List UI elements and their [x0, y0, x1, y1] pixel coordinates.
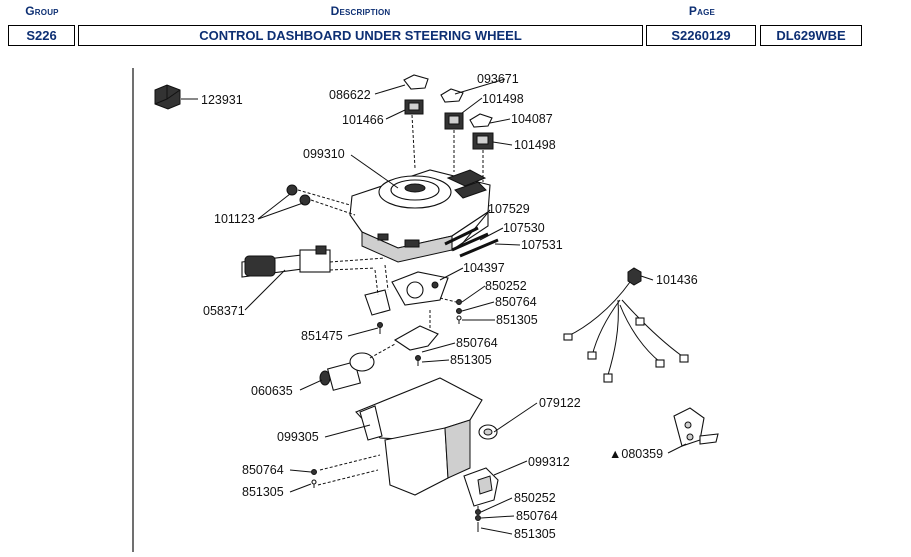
part-fastener-stack-a — [439, 297, 462, 324]
leader-lines — [244, 78, 687, 535]
group-header-label: Group — [25, 4, 59, 18]
callout-850764: 850764 — [495, 295, 537, 309]
callout-851305-fourth: 851305 — [514, 527, 556, 541]
callout-086622: 086622 — [329, 88, 371, 102]
page-header-label: Page — [688, 4, 716, 18]
callout-850764-fourth: 850764 — [516, 509, 558, 523]
callout-099312: 099312 — [528, 455, 570, 469]
callout-080359: ▲080359 — [609, 447, 663, 461]
callout-123931: 123931 — [201, 93, 243, 107]
part-fastener-stack-left — [311, 469, 317, 488]
callout-101123: 101123 — [214, 212, 255, 226]
callout-101498-second: 101498 — [514, 138, 556, 152]
callout-851305-second: 851305 — [450, 353, 492, 367]
callout-104087: 104087 — [511, 112, 553, 126]
page-value-box: S2260129 — [646, 25, 756, 46]
part-058371-stalk — [241, 245, 386, 278]
callout-079122: 079122 — [539, 396, 581, 410]
callout-101436: 101436 — [656, 273, 698, 287]
part-switch-caps — [403, 74, 494, 182]
callout-107531: 107531 — [521, 238, 563, 252]
callout-060635: 060635 — [251, 384, 293, 398]
callout-851475: 851475 — [301, 329, 343, 343]
callout-107530: 107530 — [503, 221, 545, 235]
description-value-box: CONTROL DASHBOARD UNDER STEERING WHEEL — [78, 25, 643, 46]
part-101123-screws — [286, 184, 356, 216]
part-123931-cube — [154, 84, 198, 110]
callout-851305-third: 851305 — [242, 485, 284, 499]
callout-851305: 851305 — [496, 313, 538, 327]
callout-099310: 099310 — [303, 147, 345, 161]
part-079122-clip — [478, 424, 498, 440]
callout-104397: 104397 — [463, 261, 505, 275]
model-value-box: DL629WBE — [760, 25, 862, 46]
part-080359-bracket — [673, 407, 719, 447]
part-099310-dashboard — [349, 169, 491, 263]
part-lower-bracket — [393, 310, 439, 366]
part-104397-bracket — [364, 264, 449, 334]
callout-850252-second: 850252 — [514, 491, 556, 505]
callout-850252: 850252 — [485, 279, 527, 293]
callout-101498: 101498 — [482, 92, 524, 106]
part-101436-harness — [563, 267, 689, 383]
callout-107529: 107529 — [488, 202, 530, 216]
part-099305-housing — [317, 377, 483, 496]
part-099312-bracket — [463, 467, 499, 532]
callout-099305: 099305 — [277, 430, 319, 444]
callout-850764-third: 850764 — [242, 463, 284, 477]
callout-093671: 093671 — [477, 72, 519, 86]
group-value-box: S226 — [8, 25, 75, 46]
description-header-label: Description — [330, 4, 391, 18]
part-060635-ignition — [319, 343, 396, 391]
callout-101466: 101466 — [342, 113, 384, 127]
callout-850764-second: 850764 — [456, 336, 498, 350]
callout-058371: 058371 — [203, 304, 245, 318]
